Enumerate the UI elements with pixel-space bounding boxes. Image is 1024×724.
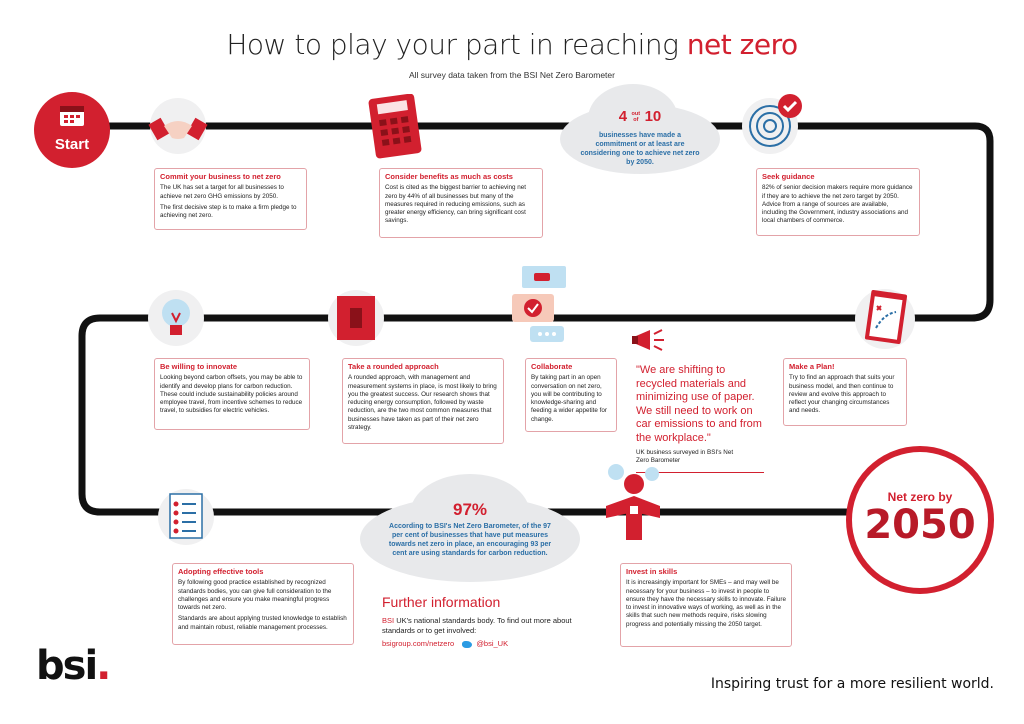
title-accent: net zero xyxy=(686,28,798,61)
step-title: Seek guidance xyxy=(762,172,815,181)
step-card-benefits: Consider benefits as much as costs Cost … xyxy=(379,168,543,238)
step-text: It is increasingly important for SMEs – … xyxy=(626,579,786,628)
step-text: A rounded approach, with management and … xyxy=(348,374,497,432)
step-title: Take a rounded approach xyxy=(348,362,439,371)
step-text: 82% of senior decision makers require mo… xyxy=(762,184,913,225)
step-card-tools: Adopting effective tools By following go… xyxy=(172,563,354,645)
step-title: Adopting effective tools xyxy=(178,567,264,576)
checklist-icon xyxy=(156,486,216,548)
twitter-link[interactable]: @bsi_UK xyxy=(476,639,509,648)
step-title: Consider benefits as much as costs xyxy=(385,172,513,181)
step-card-guidance: Seek guidance 82% of senior decision mak… xyxy=(756,168,920,236)
handshake-icon xyxy=(148,96,208,156)
megaphone-icon xyxy=(632,326,666,354)
step-card-rounded: Take a rounded approach A rounded approa… xyxy=(342,358,504,444)
stat-bottom-percent: 97% xyxy=(452,500,488,519)
page-title: How to play your part in reaching net ze… xyxy=(0,28,1024,61)
further-info-links: bsigroup.com/netzero @bsi_UK xyxy=(382,639,508,648)
netzero-link[interactable]: bsigroup.com/netzero xyxy=(382,639,455,648)
stat-top-num1: 4 xyxy=(618,108,628,125)
calculator-icon xyxy=(368,93,424,160)
switch-icon xyxy=(326,288,386,348)
step-card-innovate: Be willing to innovate Looking beyond ca… xyxy=(154,358,310,430)
quote-source: UK business surveyed in BSI's Net Zero B… xyxy=(636,449,734,464)
step-text: Try to find an approach that suits your … xyxy=(789,374,895,415)
chat-icon xyxy=(508,264,568,344)
stat-top-text: businesses have made a commitment or at … xyxy=(580,132,700,166)
tagline: Inspiring trust for a more resilient wor… xyxy=(710,676,994,692)
maze-icon xyxy=(740,92,806,158)
start-label: Start xyxy=(54,136,90,153)
stat-top-num2: 10 xyxy=(644,108,662,125)
step-text: The first decisive step is to make a fir… xyxy=(160,203,297,220)
step-text: By following good practice established b… xyxy=(178,579,332,612)
step-card-plan: Make a Plan! Try to find an approach tha… xyxy=(783,358,907,426)
further-info-title: Further information xyxy=(382,594,501,610)
further-info-body: UK's national standards body. To find ou… xyxy=(382,616,572,635)
step-card-commit: Commit your business to net zero The UK … xyxy=(154,168,307,230)
business-quote: "We are shifting to recycled materials a… xyxy=(636,364,762,444)
step-title: Make a Plan! xyxy=(789,362,835,371)
step-text: Standards are about applying trusted kno… xyxy=(178,615,347,631)
investor-icon xyxy=(600,462,666,544)
step-title: Commit your business to net zero xyxy=(160,172,281,181)
bsi-logo: bsi. xyxy=(36,643,111,689)
twitter-bird-icon xyxy=(462,640,473,648)
goal-line1: Net zero by xyxy=(887,490,953,504)
calendar-icon xyxy=(60,106,84,126)
title-prefix: How to play your part in reaching xyxy=(226,28,687,61)
step-title: Be willing to innovate xyxy=(160,362,238,371)
clipboard-plan-icon xyxy=(852,286,918,352)
step-title: Collaborate xyxy=(531,362,573,371)
step-text: Cost is cited as the biggest barrier to … xyxy=(385,184,527,225)
stat-cloud-bottom-puff xyxy=(410,474,530,554)
step-text: By taking part in an open conversation o… xyxy=(531,374,607,423)
step-card-collaborate: Collaborate By taking part in an open co… xyxy=(525,358,617,432)
step-text: Looking beyond carbon offsets, you may b… xyxy=(160,374,303,415)
step-title: Invest in skills xyxy=(626,567,678,576)
stat-cloud-top-puff xyxy=(588,84,678,154)
further-info-bsi: BSI xyxy=(382,616,395,625)
further-info-text: BSI UK's national standards body. To fin… xyxy=(382,616,572,636)
stat-bottom-text: According to BSI's Net Zero Barometer, o… xyxy=(388,523,552,557)
lightbulb-icon xyxy=(146,288,206,348)
net-zero-goal-badge: Net zero by 2050 xyxy=(846,446,994,594)
step-text: The UK has set a target for all business… xyxy=(160,184,284,200)
step-card-skills: Invest in skills It is increasingly impo… xyxy=(620,563,792,647)
quote-divider xyxy=(636,472,764,473)
start-badge: Start xyxy=(34,92,110,168)
page-subtitle: All survey data taken from the BSI Net Z… xyxy=(409,70,615,80)
goal-line2: 2050 xyxy=(864,502,976,548)
